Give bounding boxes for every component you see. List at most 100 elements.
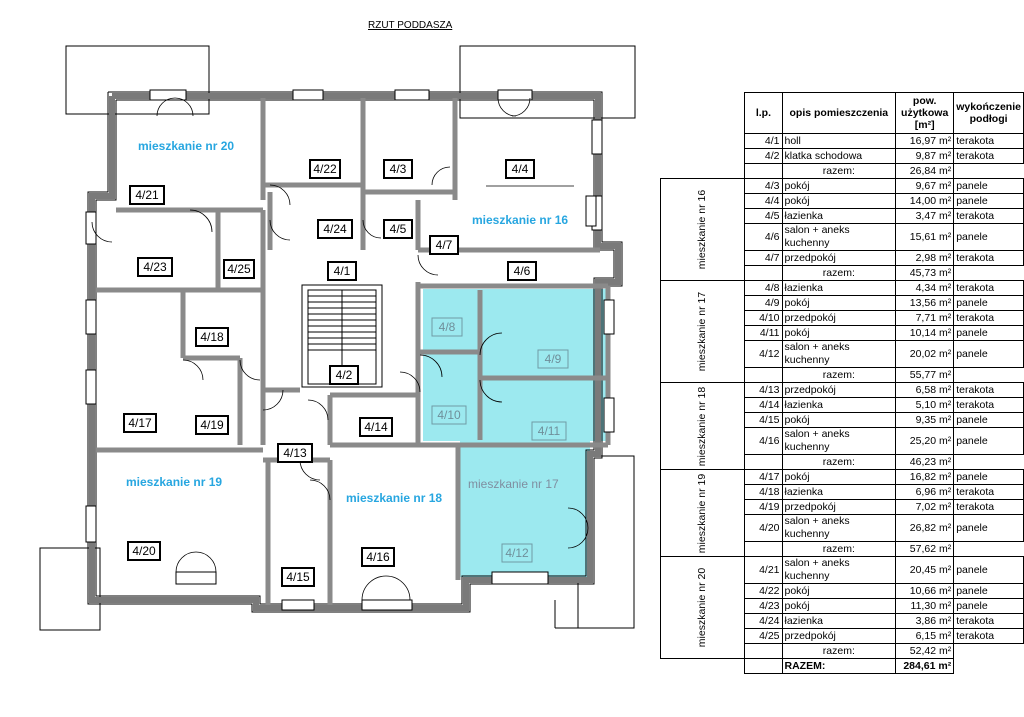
room-tag-label: 4/7 bbox=[436, 238, 453, 252]
room-tag-label: 4/15 bbox=[286, 570, 310, 584]
cell-description: pokój bbox=[781, 583, 897, 599]
cell-area: 7,71 m² bbox=[895, 310, 955, 326]
cell-area: 20,45 m² bbox=[895, 556, 955, 584]
cell-lp: 4/14 bbox=[744, 397, 783, 413]
subtotal-value: 46,23 m² bbox=[895, 454, 955, 470]
subtotal-value: 52,42 m² bbox=[895, 643, 955, 659]
apartment-label-18: mieszkanie nr 18 bbox=[346, 491, 442, 505]
room-tag-4-7: 4/7 bbox=[429, 235, 459, 255]
cell-description: salon + aneks kuchenny bbox=[781, 514, 897, 542]
cell-blank bbox=[954, 368, 1024, 383]
cell-description: holl bbox=[781, 133, 897, 149]
cell-finish: panele bbox=[953, 412, 1024, 428]
room-tag-4-4: 4/4 bbox=[505, 159, 535, 179]
cell-finish: terakota bbox=[953, 628, 1024, 644]
cell-lp: 4/2 bbox=[744, 148, 783, 164]
cell-area: 3,47 m² bbox=[895, 208, 955, 224]
room-tag-4-22: 4/22 bbox=[309, 159, 341, 179]
cell-description: pokój bbox=[781, 412, 897, 428]
cell-description: przedpokój bbox=[781, 499, 897, 515]
room-tag-label: 4/16 bbox=[366, 550, 390, 564]
cell-lp: 4/12 bbox=[744, 340, 783, 368]
room-tag-4-23: 4/23 bbox=[137, 257, 173, 277]
room-tag-4-8: 4/8 bbox=[431, 317, 463, 337]
doors bbox=[91, 97, 589, 601]
room-tag-label: 4/19 bbox=[200, 418, 224, 432]
cell-blank bbox=[954, 455, 1024, 470]
cell-description: łazienka bbox=[781, 280, 897, 296]
room-tag-label: 4/20 bbox=[132, 544, 156, 558]
cell-area: 7,02 m² bbox=[895, 499, 955, 515]
room-tag-4-10: 4/10 bbox=[431, 405, 467, 425]
cell-blank bbox=[954, 542, 1024, 557]
room-tag-label: 4/3 bbox=[390, 162, 407, 176]
room-tag-4-20: 4/20 bbox=[127, 541, 161, 561]
plan-title: RZUT PODDASZA bbox=[368, 20, 453, 31]
header-spacer bbox=[661, 93, 745, 134]
room-tag-4-12: 4/12 bbox=[501, 543, 533, 563]
room-tag-label: 4/11 bbox=[538, 424, 561, 438]
cell-area: 6,96 m² bbox=[895, 484, 955, 500]
subtotal-value: 57,62 m² bbox=[895, 541, 955, 557]
room-tag-4-18: 4/18 bbox=[195, 327, 229, 347]
room-tag-4-24: 4/24 bbox=[317, 219, 353, 239]
room-tag-4-15: 4/15 bbox=[281, 567, 315, 587]
cell-finish: terakota bbox=[953, 208, 1024, 224]
room-tag-label: 4/1 bbox=[334, 264, 351, 278]
cell-lp: 4/8 bbox=[744, 280, 783, 296]
cell-area: 11,30 m² bbox=[895, 598, 955, 614]
room-tag-4-1: 4/1 bbox=[327, 261, 357, 281]
apartment-label-20: mieszkanie nr 20 bbox=[138, 139, 234, 153]
cell-finish: panele bbox=[953, 325, 1024, 341]
cell-finish: terakota bbox=[953, 148, 1024, 164]
cell-lp: 4/6 bbox=[744, 223, 783, 251]
cell-area: 10,14 m² bbox=[895, 325, 955, 341]
subtotal-value: 45,73 m² bbox=[895, 265, 955, 281]
room-tag-4-9: 4/9 bbox=[537, 349, 569, 369]
cell-description: salon + aneks kuchenny bbox=[781, 427, 897, 455]
cell-area: 9,35 m² bbox=[895, 412, 955, 428]
cell-lp bbox=[744, 643, 783, 659]
room-tag-label: 4/9 bbox=[545, 352, 562, 366]
room-tag-label: 4/23 bbox=[143, 260, 167, 274]
cell-area: 13,56 m² bbox=[895, 295, 955, 311]
cell-lp bbox=[744, 265, 783, 281]
balcony-sw bbox=[39, 547, 101, 631]
cell-finish: panele bbox=[953, 469, 1024, 485]
subtotal-value: 26,84 m² bbox=[895, 163, 955, 179]
cell-finish: terakota bbox=[953, 484, 1024, 500]
cell-description: pokój bbox=[781, 325, 897, 341]
apartment-labels: mieszkanie nr 20 mieszkanie nr 16 mieszk… bbox=[126, 139, 568, 505]
room-tag-label: 4/5 bbox=[390, 222, 407, 236]
cell-lp: 4/17 bbox=[744, 469, 783, 485]
cell-finish: panele bbox=[953, 223, 1024, 251]
subtotal-row: razem:57,62 m² bbox=[661, 541, 1024, 557]
cell-description: pokój bbox=[781, 469, 897, 485]
cell-lp: 4/13 bbox=[744, 382, 783, 398]
apartment-17-highlight bbox=[423, 289, 609, 577]
room-tag-label: 4/22 bbox=[313, 162, 337, 176]
room-tag-4-25: 4/25 bbox=[223, 259, 255, 279]
room-tag-4-14: 4/14 bbox=[359, 417, 393, 437]
header-lp: l.p. bbox=[744, 92, 783, 134]
cell-finish: panele bbox=[953, 340, 1024, 368]
cell-description: przedpokój bbox=[781, 382, 897, 398]
header-description: opis pomieszczenia bbox=[781, 92, 897, 134]
grand-total-row: RAZEM:284,61 m² bbox=[661, 658, 1024, 674]
interior-walls bbox=[96, 98, 611, 605]
cell-description: przedpokój bbox=[781, 628, 897, 644]
apartment-label-16: mieszkanie nr 16 bbox=[472, 213, 568, 227]
room-tag-label: 4/17 bbox=[128, 416, 152, 430]
subtotal-label: razem: bbox=[781, 265, 897, 281]
cell-area: 16,82 m² bbox=[895, 469, 955, 485]
room-tag-4-13: 4/13 bbox=[277, 443, 313, 463]
room-tag-label: 4/12 bbox=[505, 546, 529, 560]
cell-finish: terakota bbox=[953, 250, 1024, 266]
